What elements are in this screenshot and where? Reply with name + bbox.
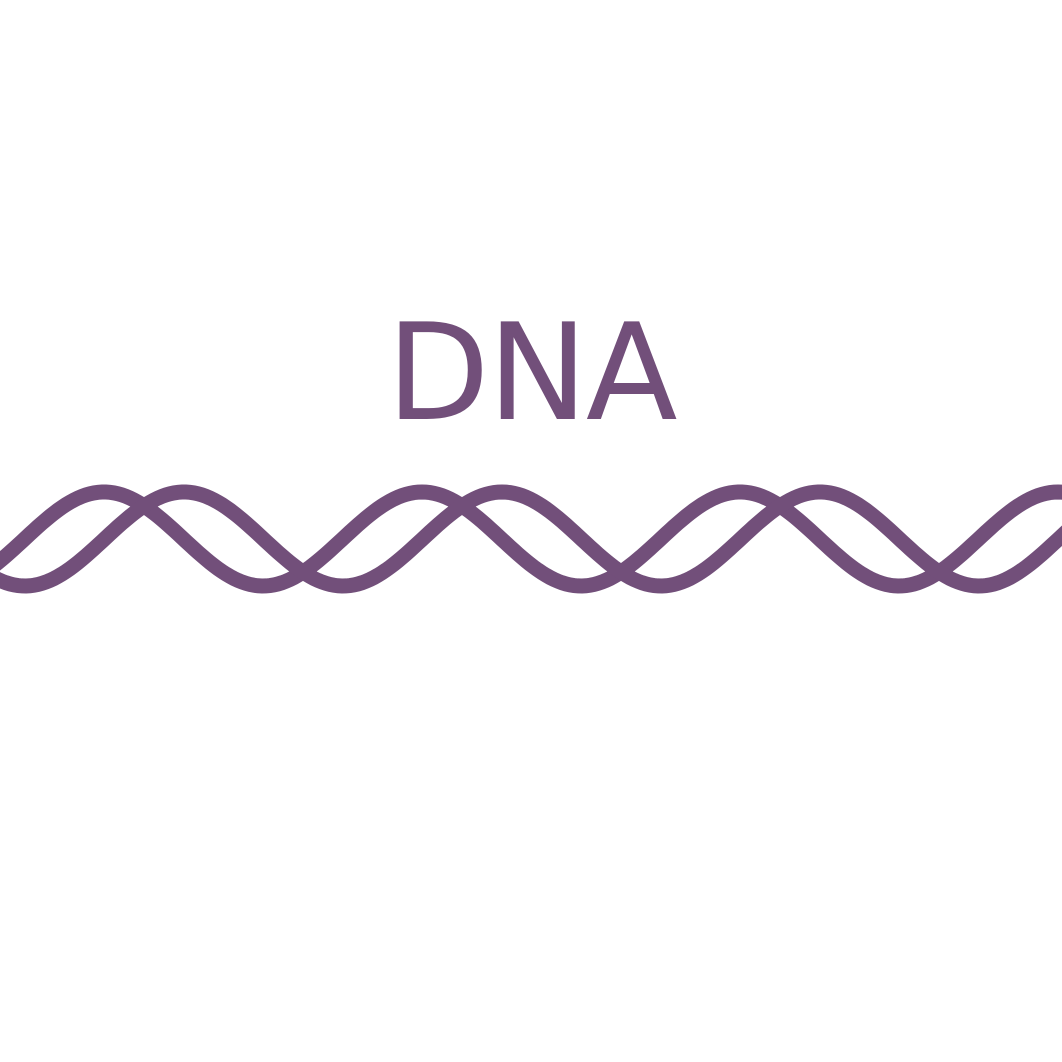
helix-strand-a — [0, 484, 1062, 594]
double-helix-icon — [0, 460, 1062, 620]
page-title: DNA — [386, 295, 677, 451]
helix-strand-b — [0, 484, 1062, 594]
